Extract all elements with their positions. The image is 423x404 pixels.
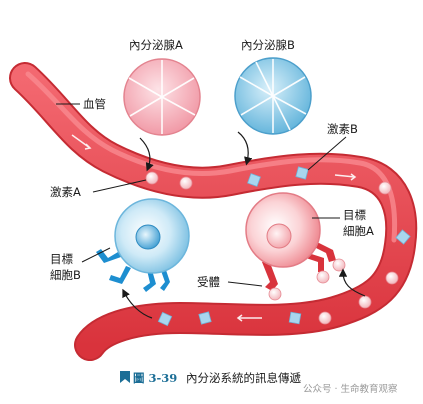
label-target-cell-a-line2: 細胞A (343, 224, 374, 238)
bookmark-icon (120, 371, 130, 383)
delivery-arrow-b (122, 288, 153, 319)
hormone-a-particle (179, 176, 193, 190)
caption-number: 圖 3-39 (133, 371, 177, 385)
label-target-cell-b-line2: 細胞B (50, 268, 81, 282)
leader-hormone-b (307, 136, 347, 171)
hormone-a-particle (385, 271, 399, 285)
hormone-a-particle (318, 311, 332, 325)
hormone-a-particle (358, 295, 372, 309)
secretion-arrow-b (237, 131, 253, 166)
hormone-b-particle (295, 166, 309, 180)
hormone-a-particle (378, 181, 392, 195)
target-cell-a (245, 192, 346, 301)
hormone-b-particle (288, 311, 302, 325)
blood-vessel-highlight (25, 71, 398, 243)
label-gland-a: 內分泌腺A (129, 38, 183, 52)
flow-arrow (71, 134, 92, 150)
endocrine-gland-b (234, 57, 312, 135)
secretion-arrow-a (139, 137, 154, 172)
hormone-b-particle (198, 311, 212, 325)
delivery-arrow-a (338, 268, 366, 297)
bound-hormone-a (268, 287, 282, 301)
receptor-b (96, 249, 170, 292)
caption-text: 內分泌系統的訊息傳遞 (186, 371, 301, 385)
hormone-b-particle (395, 229, 411, 245)
label-gland-b: 內分泌腺B (241, 38, 295, 52)
label-target-cell-a-line1: 目標 (343, 208, 366, 222)
leader-target-cell-b (81, 247, 111, 263)
label-blood-vessel: 血管 (83, 97, 106, 111)
endocrine-gland-a (123, 58, 201, 136)
hormone-b-particle (247, 173, 261, 187)
figure-caption: 圖 3-39 內分泌系統的訊息傳遞 (120, 371, 301, 385)
label-hormone-b: 激素B (327, 122, 358, 136)
nucleus-a (266, 223, 292, 249)
label-receptor: 受體 (197, 275, 220, 289)
flow-arrow (334, 173, 357, 181)
leader-hormone-a (92, 179, 147, 193)
label-target-cell-b-line1: 目標 (50, 252, 73, 266)
target-cell-b (96, 198, 190, 292)
nucleus-b (135, 224, 161, 250)
leader-receptor (227, 281, 263, 287)
bound-hormone-a (332, 258, 346, 272)
hormone-a-particle (145, 171, 159, 185)
hormone-b-particle (157, 311, 173, 327)
label-hormone-a: 激素A (50, 185, 81, 199)
watermark: 公众号 · 生命教育观察 (303, 383, 398, 395)
bound-hormone-a (316, 270, 330, 284)
flow-arrow (236, 314, 262, 322)
